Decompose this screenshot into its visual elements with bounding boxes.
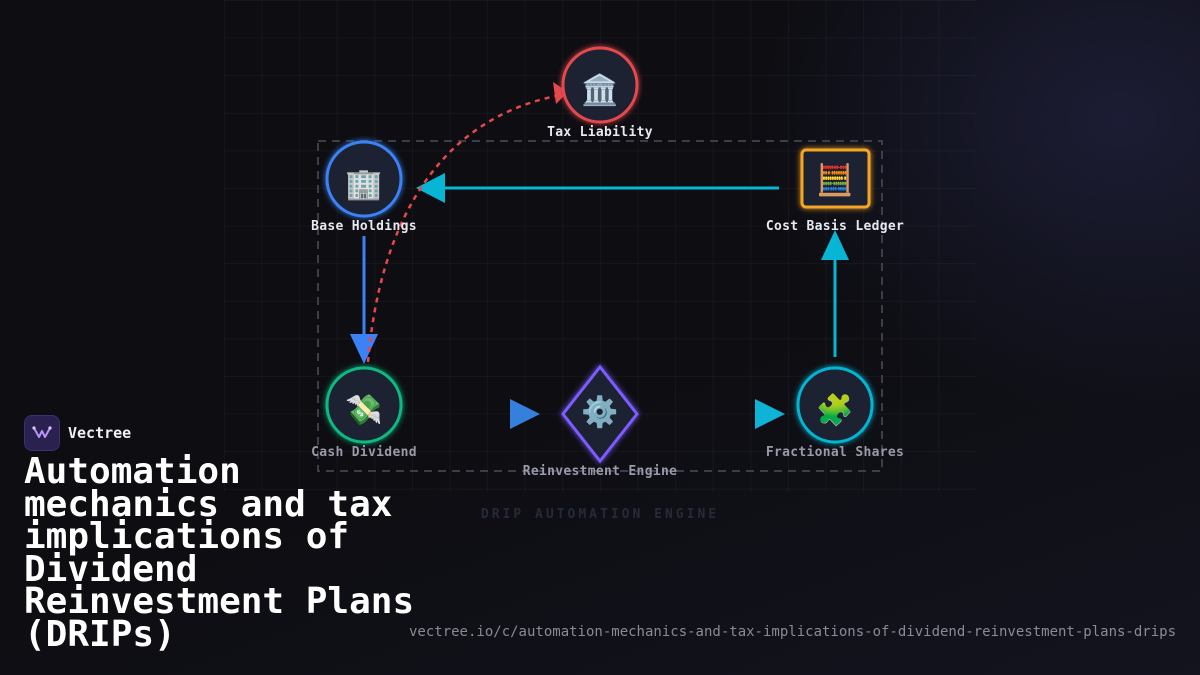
- cash-dividend-node[interactable]: [325, 366, 403, 444]
- arrowhead-cash-to-engine: [510, 399, 540, 429]
- fractional-shares-node[interactable]: [796, 366, 874, 444]
- cost-basis-ledger-label: Cost Basis Ledger: [765, 219, 905, 234]
- arrowhead-fractional-to-ledger: [821, 230, 849, 260]
- page-url[interactable]: vectree.io/c/automation-mechanics-and-ta…: [408, 624, 1176, 640]
- arrowhead-base-to-cash: [350, 334, 378, 364]
- tax-liability-label: Tax Liability: [547, 125, 653, 140]
- arrowhead-ledger-to-base: [416, 173, 445, 203]
- fractional-shares-label: Fractional Shares: [765, 445, 905, 460]
- abacus-icon: 🧮: [816, 163, 854, 198]
- diagram-caption: DRIP AUTOMATION ENGINE: [480, 507, 720, 522]
- vectree-logo-icon: [24, 415, 60, 451]
- base-holdings-node[interactable]: [325, 140, 403, 218]
- tax-liability-node[interactable]: [561, 46, 639, 124]
- arrowhead-cash-to-tax: [553, 82, 568, 104]
- gear-icon: ⚙️: [581, 395, 619, 430]
- page-title: Automation mechanics and tax implication…: [24, 451, 415, 655]
- dashed-arrow-cash-to-tax: [366, 94, 557, 363]
- cash-dividend-label: Cash Dividend: [311, 445, 417, 460]
- puzzle-piece-icon: 🧩: [816, 393, 854, 428]
- office-building-icon: 🏢: [345, 167, 383, 202]
- reinvestment-engine-label: Reinvestment Engine: [522, 464, 678, 479]
- bank-icon: 🏛️: [581, 73, 619, 108]
- money-with-wings-icon: 💸: [345, 393, 383, 428]
- brand: Vectree: [24, 415, 131, 451]
- engine-boundary-frame: [317, 140, 883, 472]
- brand-name: Vectree: [68, 424, 132, 442]
- base-holdings-label: Base Holdings: [311, 219, 417, 234]
- arrowhead-engine-to-fractional: [755, 399, 785, 429]
- cost-basis-ledger-node[interactable]: [800, 148, 871, 209]
- reinvestment-engine-node[interactable]: [561, 364, 639, 464]
